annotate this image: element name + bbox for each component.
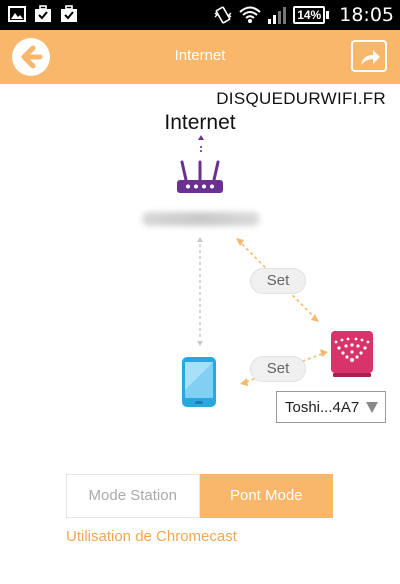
router-icon <box>177 160 223 193</box>
share-icon <box>361 50 380 65</box>
router-chromecast-arrow-down <box>311 314 319 322</box>
mode-station-button[interactable]: Mode Station <box>66 474 200 518</box>
router-phone-arrow-up <box>197 237 203 242</box>
internet-label: Internet <box>164 111 236 134</box>
briefcase-check-icon <box>61 5 77 22</box>
mode-toggle: Mode Station Pont Mode <box>66 474 333 518</box>
status-bar: 14% 18:05 <box>0 0 400 30</box>
signal-icon <box>268 7 287 24</box>
system-icons: 14% 18:05 <box>213 4 394 26</box>
phone-chromecast-arrow <box>240 378 248 386</box>
back-arrow-icon <box>21 45 43 69</box>
image-icon <box>8 6 26 22</box>
router-name-blurred <box>142 212 260 226</box>
vibrate-icon <box>214 6 232 24</box>
network-diagram: Internet Set Set Toshi...4A7 <box>0 84 400 464</box>
dropdown-arrow-icon <box>366 402 378 413</box>
chromecast-usage-link[interactable]: Utilisation de Chromecast <box>66 528 237 545</box>
wifi-icon <box>239 6 261 23</box>
battery-level: 14% <box>293 6 326 24</box>
router-chromecast-arrow-up <box>236 238 244 246</box>
set-button-router-chromecast[interactable]: Set <box>250 268 306 294</box>
briefcase-check-icon <box>35 5 51 22</box>
internet-link-arrow <box>198 135 204 140</box>
page-title: Internet <box>174 47 226 64</box>
router-phone-arrow-down <box>197 341 203 346</box>
battery-icon: 14% <box>293 6 330 24</box>
smartphone-icon[interactable] <box>181 356 217 408</box>
device-select[interactable]: Toshi...4A7 <box>276 391 386 423</box>
wifi-disk-icon[interactable] <box>330 330 374 378</box>
app-header: Internet <box>0 30 400 84</box>
back-button[interactable] <box>12 38 50 76</box>
chromecast-phone-arrow <box>320 349 328 357</box>
share-button[interactable] <box>351 40 387 72</box>
watermark: DISQUEDURWIFI.FR <box>216 89 386 108</box>
clock: 18:05 <box>339 4 394 26</box>
pont-mode-button[interactable]: Pont Mode <box>199 474 333 518</box>
notification-icons <box>8 5 78 23</box>
set-button-chromecast-phone[interactable]: Set <box>250 356 306 382</box>
device-select-value: Toshi...4A7 <box>285 399 360 416</box>
